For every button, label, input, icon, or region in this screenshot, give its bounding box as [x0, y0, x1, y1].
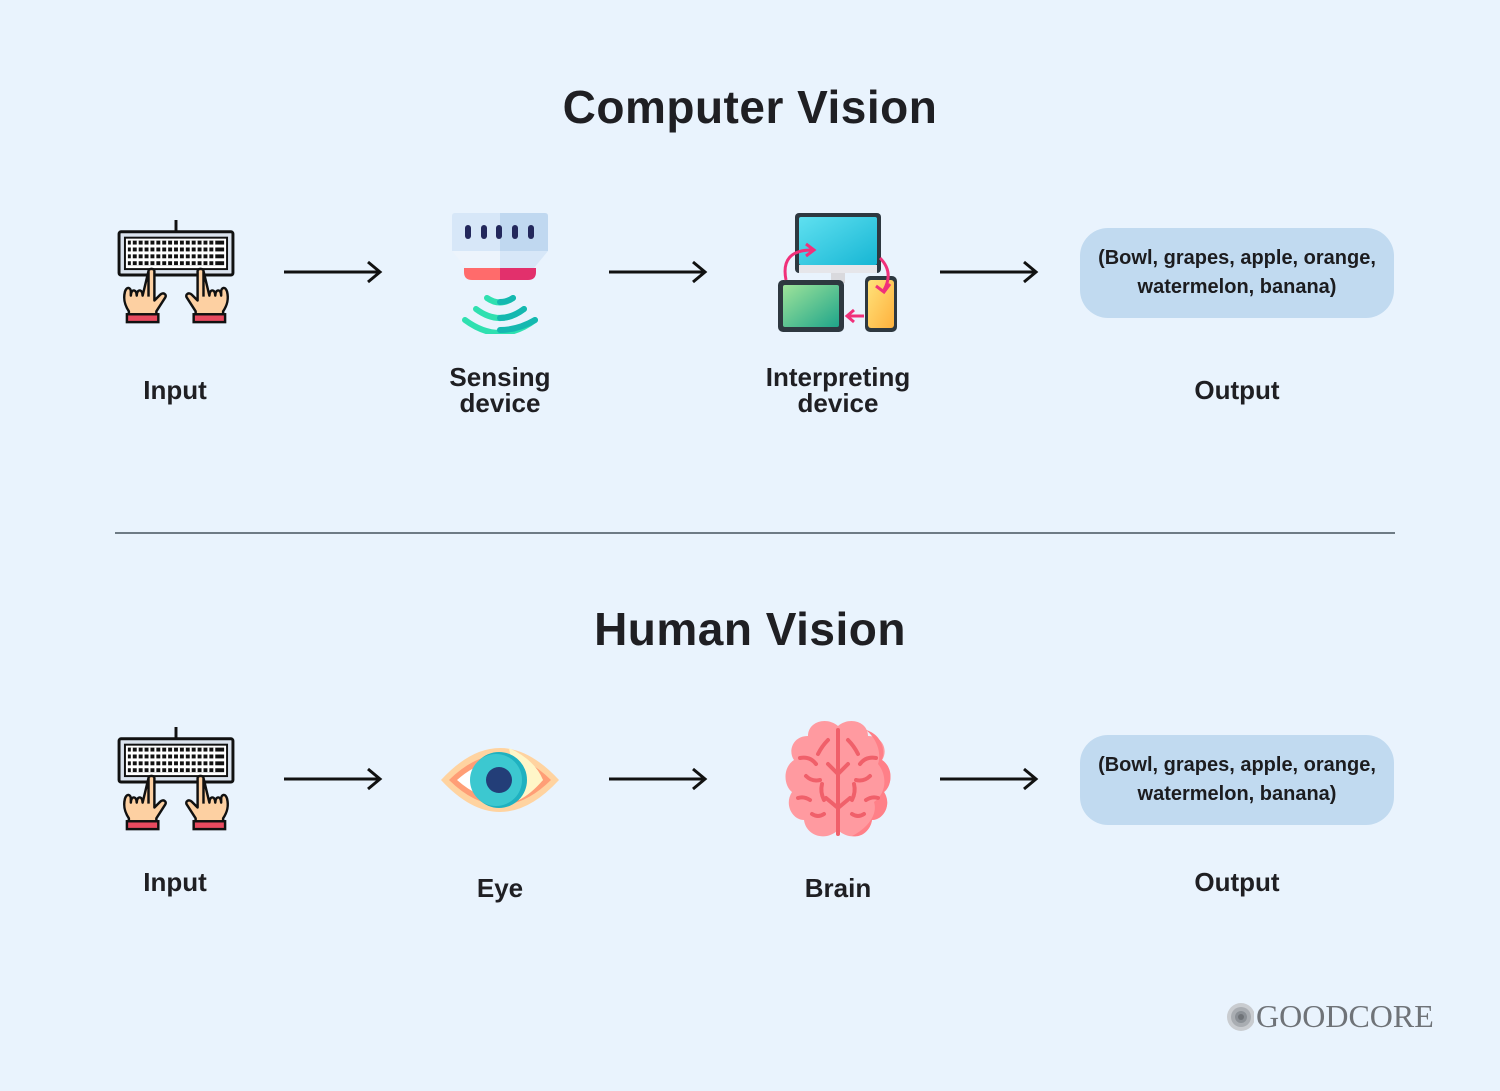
cv-sensing-label-line2: device	[459, 388, 541, 418]
computer-vision-title: Computer Vision	[562, 81, 938, 133]
hv-arrow-2	[607, 767, 711, 791]
hv-arrow-3	[938, 767, 1042, 791]
hv-brain-label: Brain	[804, 873, 872, 903]
cv-output-label: Output	[1194, 375, 1280, 405]
cv-interpreting-label-line1: Interpreting	[765, 362, 911, 392]
cv-output-line1: (Bowl, grapes, apple, orange,	[1098, 247, 1376, 269]
hv-output-line2: watermelon, banana)	[1137, 783, 1337, 805]
logo-mark-icon	[1227, 1002, 1254, 1031]
logo-text: GOODCORE	[1256, 998, 1434, 1034]
hv-output-box: (Bowl, grapes, apple, orange, watermelon…	[1080, 735, 1394, 825]
keyboard-hands-icon	[115, 220, 237, 328]
brain-icon	[785, 721, 891, 837]
goodcore-logo: GOODCORE	[1226, 998, 1434, 1035]
cv-sensing-label-line1: Sensing	[449, 362, 551, 392]
hv-input-label: Input	[143, 867, 207, 897]
hv-output-label: Output	[1194, 867, 1280, 897]
cv-arrow-2	[607, 260, 711, 284]
hv-eye-label: Eye	[476, 873, 524, 903]
cv-output-box: (Bowl, grapes, apple, orange, watermelon…	[1080, 228, 1394, 318]
cv-arrow-1	[282, 260, 386, 284]
section-divider	[115, 532, 1395, 534]
cv-input-label: Input	[143, 375, 207, 405]
cv-output-line2: watermelon, banana)	[1137, 276, 1337, 298]
hv-output-line1: (Bowl, grapes, apple, orange,	[1098, 754, 1376, 776]
cv-arrow-3	[938, 260, 1042, 284]
hv-arrow-1	[282, 767, 386, 791]
devices-sync-icon	[778, 213, 897, 332]
sensor-icon	[452, 213, 548, 334]
cv-sensing-label: Sensing device	[380, 364, 620, 416]
eye-icon	[441, 748, 559, 812]
cv-interpreting-label-line2: device	[797, 388, 879, 418]
human-vision-title: Human Vision	[594, 603, 906, 655]
cv-interpreting-label: Interpreting device	[718, 364, 958, 416]
keyboard-hands-icon	[115, 727, 237, 835]
